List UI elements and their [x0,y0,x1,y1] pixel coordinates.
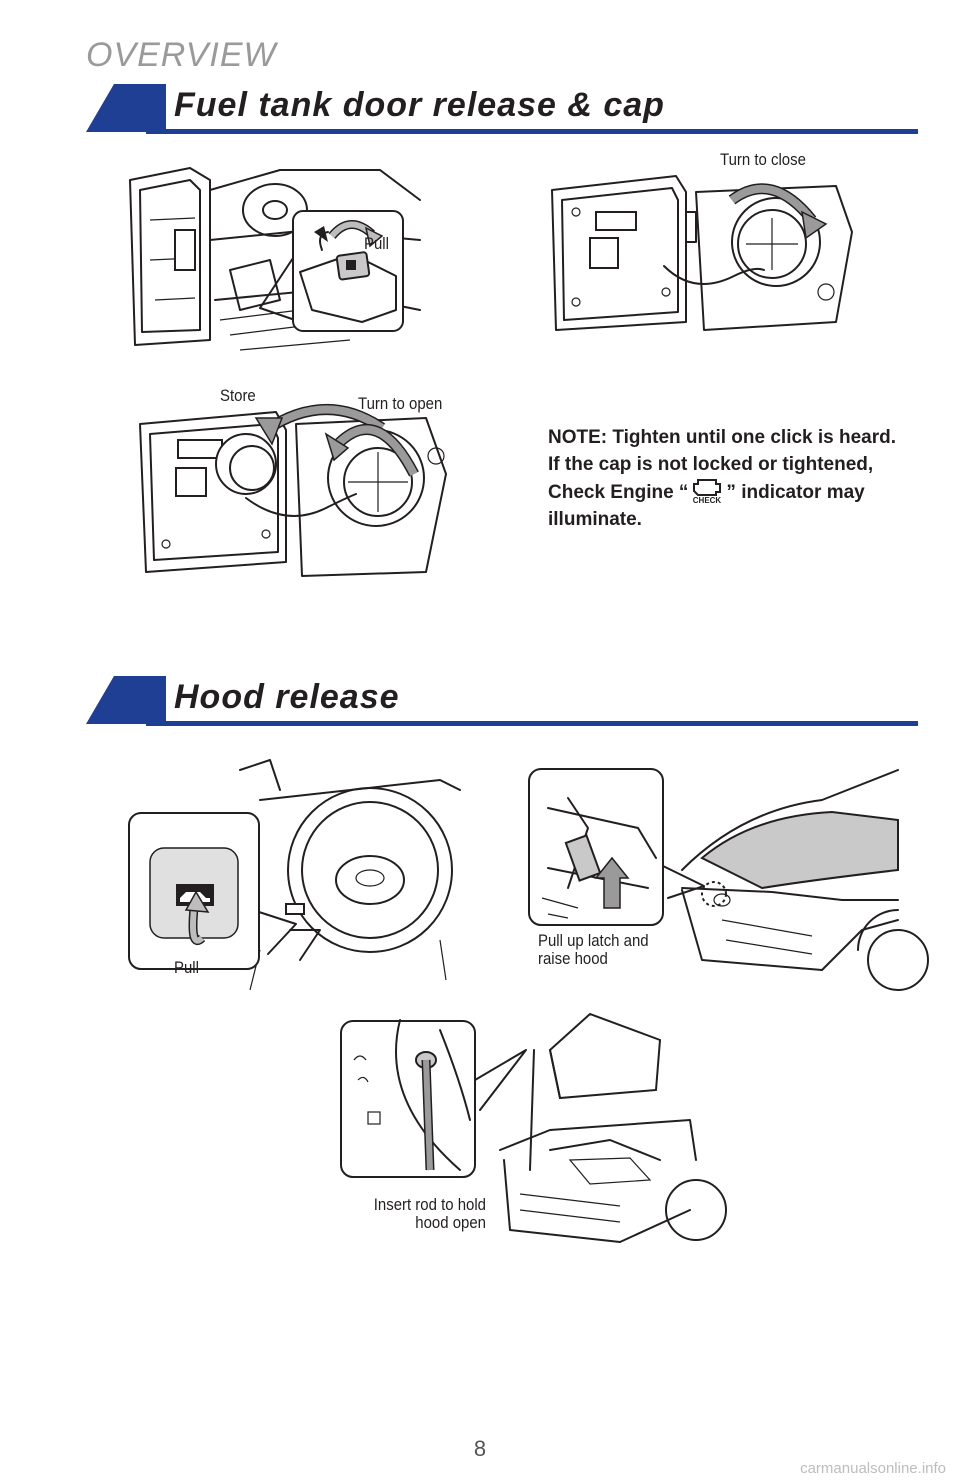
pull-up-latch-label: Pull up latch and raise hood [538,932,649,968]
up-arrow-icon [594,856,630,909]
section-rule [146,721,918,726]
page-number: 8 [473,1436,487,1461]
turn-to-close-label: Turn to close [720,150,806,169]
dashboard-steering-illustration [239,759,461,991]
note-text-before: NOTE: Tighten until one click is heard. … [548,427,897,503]
section-band-icon [86,676,166,724]
car-front-illustration [681,769,929,991]
fuel-release-inset [292,210,404,332]
section-band-icon [86,84,166,132]
hood-latch-inset [528,768,705,926]
note-text-after: ” indicator may illuminate. [548,482,865,530]
open-hood-illustration [499,1012,727,1243]
overview-heading: OVERVIEW [86,36,277,74]
prop-rod-inset [340,1019,527,1178]
fuel-door-open-illustration [139,404,447,577]
store-label: Store [220,386,256,405]
fuel-section-header: Fuel tank door release & cap [86,84,918,134]
fuel-section-title: Fuel tank door release & cap [174,86,665,124]
check-icon-label: CHECK [693,496,722,505]
fuel-pull-label: Pull [364,234,389,253]
section-rule [146,129,918,134]
insert-rod-line2: hood open [415,1213,486,1232]
pull-up-latch-line2: raise hood [538,949,608,968]
pull-up-latch-line1: Pull up latch and [538,931,649,950]
watermark: carmanualsonline.info [800,1460,946,1477]
insert-rod-label: Insert rod to hold hood open [354,1196,486,1232]
turn-to-open-label: Turn to open [358,394,443,413]
hood-section-title: Hood release [174,678,400,716]
hood-release-inset [128,812,297,970]
fuel-door-close-illustration [551,175,853,331]
hood-section-header: Hood release [86,676,918,726]
fuel-note: NOTE: Tighten until one click is heard. … [548,424,908,533]
insert-rod-line1: Insert rod to hold [373,1195,486,1214]
hood-pull-label: Pull [174,958,199,977]
check-engine-icon: CHECK [693,479,722,505]
